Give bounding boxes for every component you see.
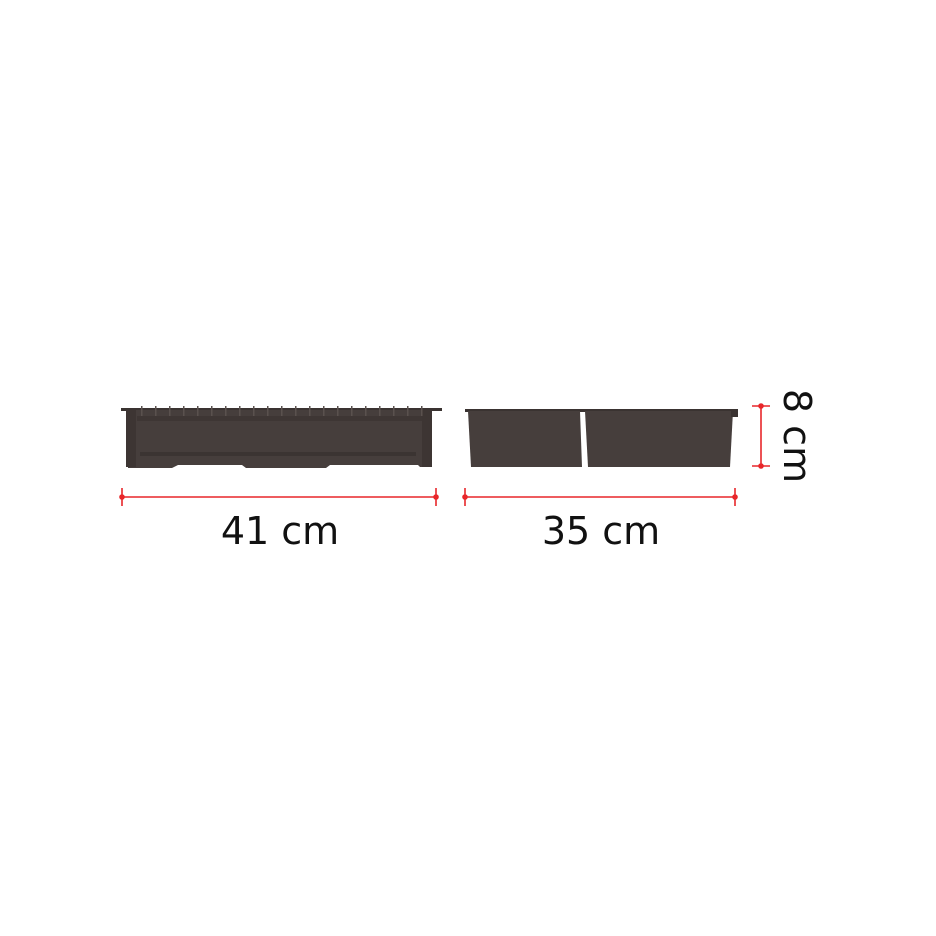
tray-rib	[379, 406, 381, 416]
tray-rib	[393, 406, 395, 416]
tray-rim-lip	[731, 409, 738, 417]
tray-base-ledge	[140, 452, 416, 456]
height-label: 8 cm	[775, 388, 819, 484]
tray-rib	[295, 406, 297, 416]
tray-rim	[465, 409, 738, 412]
tray-rib	[365, 406, 367, 416]
tray-rib	[351, 406, 353, 416]
tray-rib	[267, 406, 269, 416]
tray-ribs	[141, 406, 423, 416]
tray-rib	[337, 406, 339, 416]
tray-rib	[239, 406, 241, 416]
tray-rib	[281, 406, 283, 416]
tray-rib	[169, 406, 171, 416]
tray-rib	[141, 406, 143, 416]
depth-label: 35 cm	[541, 509, 661, 553]
width-label: 41 cm	[220, 509, 340, 553]
tray-rib	[253, 406, 255, 416]
tray-compartment-right	[585, 411, 733, 467]
tray-end-left	[126, 410, 136, 467]
tray-rib	[309, 406, 311, 416]
tray-rib	[407, 406, 409, 416]
tray-grip-band	[137, 416, 423, 421]
width-dimension-line	[119, 488, 439, 506]
tray-rib	[211, 406, 213, 416]
tray-front-view	[121, 406, 442, 468]
depth-dimension-line	[462, 488, 738, 506]
tray-rib	[183, 406, 185, 416]
tray-compartment-left	[468, 411, 582, 467]
tray-rib	[225, 406, 227, 416]
tray-rib	[155, 406, 157, 416]
tray-rib	[421, 406, 423, 416]
tray-side-view	[465, 409, 738, 467]
tray-end-right	[422, 410, 432, 467]
height-dimension-line	[752, 403, 770, 469]
tray-rib	[197, 406, 199, 416]
tray-rib	[323, 406, 325, 416]
